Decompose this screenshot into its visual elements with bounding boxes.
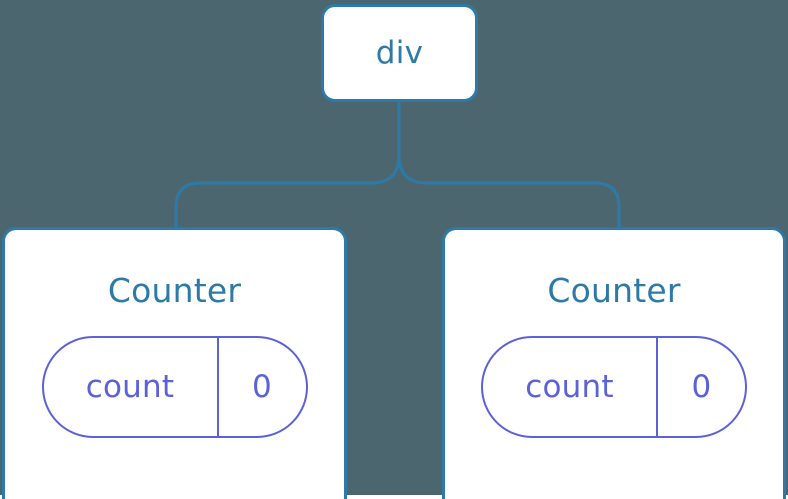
node-div-label: div [375,34,424,71]
state-key-counter-1: count [44,338,219,436]
state-key-counter-2: count [483,338,658,436]
edge-root-to-counter-right [397,101,621,229]
state-pill-counter-1[interactable]: count 0 [41,336,308,438]
node-counter-2-label: Counter [547,271,681,310]
edge-root-to-counter-left [174,101,401,229]
node-counter-1-label: Counter [107,271,242,310]
state-value-counter-2: 0 [691,368,712,405]
node-counter-2[interactable]: Counter count 0 [442,227,786,499]
state-value-counter-1: 0 [252,368,272,405]
state-pill-counter-2[interactable]: count 0 [481,336,747,438]
node-div[interactable]: div [321,4,478,102]
node-counter-1[interactable]: Counter count 0 [2,227,347,499]
